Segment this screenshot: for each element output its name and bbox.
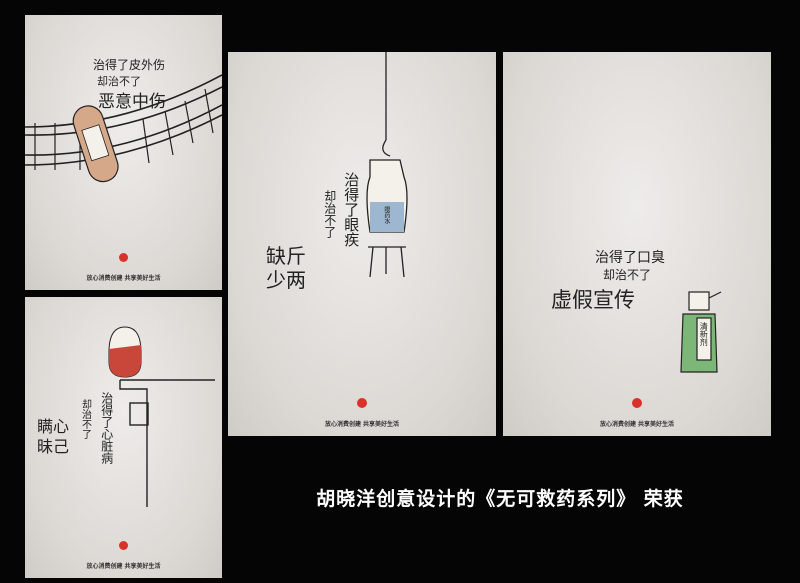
headline-line1: 治得了口臭 [595,250,665,266]
seal-icon [119,253,128,262]
poster-bad-breath: 清新剂 治得了口臭 却治不了 虚假宣传 放心消费创建 共享美好生活 [503,52,771,436]
bottle-label: 清新剂 [699,322,709,346]
award-caption: 胡晓洋创意设计的《无可救药系列》 荣获 [316,488,684,510]
poster-eye-disease: 眼药水 治得了眼疾 却治不了 缺斤少两 放心消费创建 共享美好生活 [228,52,496,436]
slogan: 放心消费创建 共享美好生活 [599,421,675,428]
poster-malicious-injury: 治得了皮外伤 却治不了 恶意中伤 放心消费创建 共享美好生活 [25,15,222,290]
headline-line3: 瞒心昧己 [37,417,70,456]
headline-line3: 缺斤少两 [266,244,306,292]
pill-ledge-illustration [108,326,215,507]
bottle-label: 眼药水 [382,206,390,224]
eyedrop-stool-illustration [366,52,408,278]
headline-line2: 却治不了 [603,268,652,282]
headline-line3: 恶意中伤 [98,92,166,112]
headline-line2: 却治不了 [97,75,141,88]
headline-line2: 却治不了 [322,190,337,238]
headline-line2: 却治不了 [79,399,91,439]
headline-line1: 治得了皮外伤 [93,58,166,72]
poster-heart-disease: 治得了心脏病 却治不了 瞒心昧己 放心消费创建 共享美好生活 [25,297,222,578]
railway-bandage-illustration [25,74,222,183]
seal-icon [357,398,367,408]
slogan: 放心消费创建 共享美好生活 [86,563,161,570]
slogan: 放心消费创建 共享美好生活 [324,421,400,428]
slogan: 放心消费创建 共享美好生活 [86,275,161,282]
spray-bottle-illustration [680,291,722,373]
seal-icon [119,541,128,550]
seal-icon [632,398,642,408]
headline-line1: 治得了心脏病 [99,392,114,464]
headline-line1: 治得了眼疾 [342,172,361,247]
headline-line3: 虚假宣传 [551,288,635,312]
